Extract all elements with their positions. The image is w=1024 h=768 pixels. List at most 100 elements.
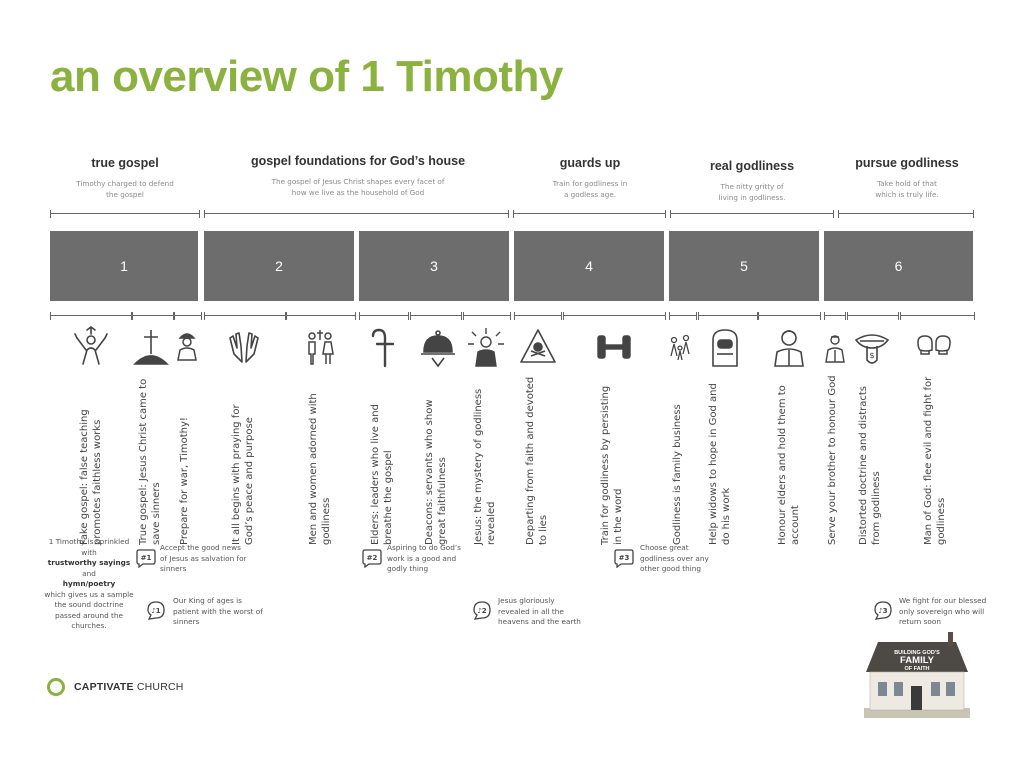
chapter-number: 6	[894, 258, 903, 274]
hymn-badge-3: ♪3	[874, 601, 892, 620]
man-woman-icon	[308, 330, 334, 365]
chapter-block-6: 6	[824, 231, 973, 301]
radiant-jesus-icon	[468, 328, 504, 367]
section-description: The nitty gritty of living in godliness.	[718, 182, 786, 202]
family-icon	[670, 334, 690, 361]
saying-text: Choose great godliness over any other go…	[640, 543, 709, 573]
section-bracket	[838, 210, 974, 218]
topic-bracket	[286, 312, 356, 320]
saying-badge-2: #2	[362, 549, 382, 568]
chapter-block-5: 5	[669, 231, 819, 301]
intro-bold-hymn: hymn/poetry	[62, 579, 116, 588]
chapter-number: 3	[430, 258, 438, 274]
hymn-text: Our King of ages is patient with the wor…	[173, 596, 263, 626]
dumbbell-icon	[597, 335, 631, 359]
topic-bracket	[463, 312, 511, 320]
soldier-icon	[177, 333, 197, 361]
shepherd-staff-icon	[371, 328, 395, 368]
topic-bracket	[174, 312, 202, 320]
intro-bold-sayings: trustworthy sayings	[47, 558, 131, 567]
topic-bracket	[847, 312, 899, 320]
money-mouth-icon: $	[854, 334, 890, 364]
topic-label: Fake gospel: false teaching promotes fai…	[79, 409, 103, 545]
section-bracket	[513, 210, 666, 218]
section-description: Train for godliness in a godless age.	[552, 179, 628, 199]
house-sign-line3: OF FAITH	[904, 666, 929, 672]
topic-label: Departing from faith and devoted to lies	[525, 376, 549, 545]
topic-bracket	[132, 312, 174, 320]
topic-bracket	[563, 312, 666, 320]
chapter-block-2: 2	[204, 231, 354, 301]
intro-note: 1 Timothy is sprinkled with trustworthy …	[44, 537, 134, 632]
topic-bracket	[514, 312, 562, 320]
hymn-badge-text: ♪3	[878, 607, 887, 615]
intro-text: 1 Timothy is sprinkled with	[48, 537, 130, 557]
section-bracket	[204, 210, 509, 218]
topic-label: True gospel: Jesus Christ came to save s…	[138, 378, 162, 545]
topic-label: Prepare for war, Timothy!	[179, 417, 190, 545]
chapter-number: 4	[585, 258, 593, 274]
hymn-badge-text: ♪1	[151, 607, 160, 615]
topic-label: Elders: leaders who live and breathe the…	[370, 404, 394, 545]
svg-text:$: $	[869, 351, 874, 360]
house-sign-line2: FAMILY	[900, 655, 935, 666]
chapter-number: 2	[275, 258, 283, 274]
church-name-bold: CAPTIVATE	[74, 681, 134, 693]
captivate-logo-icon	[47, 678, 65, 696]
topic-bracket	[204, 312, 286, 320]
hymn-badge-text: ♪2	[477, 607, 486, 615]
topic-bracket	[50, 312, 132, 320]
section-description: The gospel of Jesus Christ shapes every …	[271, 177, 445, 197]
boxing-gloves-icon	[917, 335, 951, 355]
house-sign-line1: BUILDING GOD'S	[894, 650, 940, 656]
saying-badge-1: #1	[136, 549, 156, 568]
section-heading: gospel foundations for God’s house	[250, 154, 466, 168]
hymn-badge-2: ♪2	[473, 601, 491, 620]
serving-cloche-icon	[421, 330, 455, 368]
saying-badge-text: #3	[619, 554, 630, 562]
false-teacher-icon	[74, 326, 108, 365]
hymn-text: We fight for our blessed only sovereign …	[899, 596, 987, 626]
chapter-block-1: 1	[50, 231, 198, 301]
elder-icon	[774, 330, 804, 367]
church-logo: CAPTIVATE CHURCH	[46, 677, 184, 697]
saying-text: Accept the good news of Jesus as salvati…	[160, 543, 247, 573]
section-heading: true gospel	[91, 156, 159, 170]
servant-icon	[825, 335, 845, 363]
church-name: CAPTIVATE CHURCH	[74, 681, 184, 693]
section-gospel-foundations: gospel foundations for God’s house The g…	[240, 154, 476, 198]
topic-label: Help widows to hope in God and do his wo…	[708, 383, 732, 545]
topic-label: Distorted doctrine and distracts from go…	[858, 386, 882, 545]
topic-label: Godliness is family business	[672, 404, 683, 545]
chapter-block-3: 3	[359, 231, 509, 301]
saying-badge-text: #1	[141, 554, 152, 562]
family-of-faith-house-image: BUILDING GOD'S FAMILY OF FAITH	[864, 632, 970, 718]
topic-label: Deacons: servants who show great faithfu…	[424, 399, 448, 545]
chapter-block-4: 4	[514, 231, 664, 301]
cross-on-hill-icon	[133, 330, 169, 365]
saying-text: Aspiring to do God’s work is a good and …	[387, 543, 461, 573]
topic-label: Jesus: the mystery of godliness revealed	[473, 388, 497, 545]
topic-bracket	[359, 312, 409, 320]
widow-icon	[712, 329, 738, 367]
section-real-godliness: real godliness The nitty gritty of livin…	[694, 159, 810, 203]
hymn-text: Jesus gloriously revealed in all the hea…	[498, 596, 581, 626]
topic-bracket	[669, 312, 697, 320]
topic-bracket	[698, 312, 758, 320]
praying-hands-icon	[229, 332, 259, 363]
chapter-number: 5	[740, 258, 748, 274]
topic-label: Man of God: flee evil and fight for godl…	[923, 376, 947, 545]
topic-label: Honour elders and hold them to account	[777, 385, 801, 545]
section-true-gospel: true gospel Timothy charged to defend th…	[62, 156, 188, 200]
chapter-number: 1	[120, 258, 128, 274]
topic-label: Serve your brother to honour God	[827, 375, 838, 545]
topic-bracket	[410, 312, 462, 320]
topic-label: Train for godliness by persisting in the…	[600, 385, 624, 545]
section-description: Timothy charged to defend the gospel	[76, 179, 174, 199]
section-guards-up: guards up Train for godliness in a godle…	[540, 156, 640, 200]
hymn-badge-1: ♪1	[147, 601, 165, 620]
section-description: Take hold of that which is truly life.	[875, 179, 939, 199]
section-heading: guards up	[559, 156, 621, 170]
topic-label: Men and women adorned with godliness	[308, 393, 332, 545]
saying-badge-3: #3	[614, 549, 634, 568]
